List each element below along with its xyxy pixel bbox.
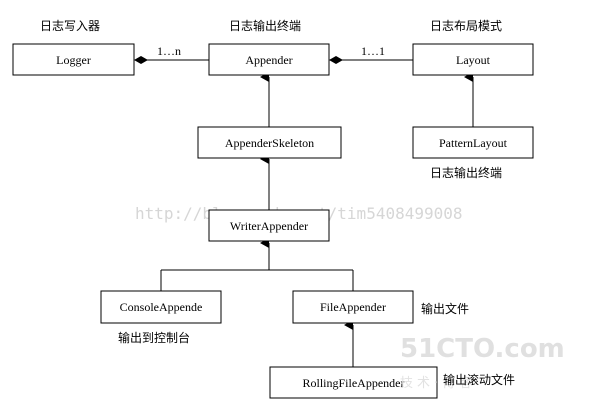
caption-file-appender: 输出文件 [421,301,469,316]
box-pattern-layout-label: PatternLayout [439,136,508,150]
caption-pattern-layout: 日志输出终端 [430,165,502,180]
box-appender-skeleton-label: AppenderSkeleton [225,136,314,150]
diamond-appender [329,56,343,64]
watermark-sub: 技术·博客 [400,375,476,391]
box-rolling-file-appender: RollingFileAppender [269,366,438,399]
box-console-appender: ConsoleAppende [100,290,222,324]
box-layout: Layout [412,43,534,76]
box-file-appender-label: FileAppender [320,300,386,314]
box-console-appender-label: ConsoleAppende [120,300,203,314]
caption-layout: 日志布局模式 [430,19,502,33]
box-appender-label: Appender [245,53,292,67]
box-writer-appender-label: WriterAppender [230,219,308,233]
box-rolling-file-appender-label: RollingFileAppender [303,376,405,390]
caption-appender: 日志输出终端 [229,18,301,33]
caption-rolling-appender: 输出滚动文件 [443,372,515,387]
mult-appender-layout: 1…1 [361,44,385,58]
caption-logger: 日志写入器 [40,19,100,33]
box-writer-appender: WriterAppender [208,209,330,242]
watermark-logo: 51CTO.com [400,334,565,364]
box-layout-label: Layout [456,53,491,67]
mult-logger-appender: 1…n [157,44,181,58]
box-appender-skeleton: AppenderSkeleton [197,126,342,159]
box-logger-label: Logger [56,53,91,67]
box-appender: Appender [208,43,330,76]
caption-console-appender: 输出到控制台 [118,330,190,345]
diamond-logger [134,56,148,64]
box-logger: Logger [12,43,135,76]
box-file-appender: FileAppender [292,290,414,324]
box-pattern-layout: PatternLayout [412,126,534,159]
